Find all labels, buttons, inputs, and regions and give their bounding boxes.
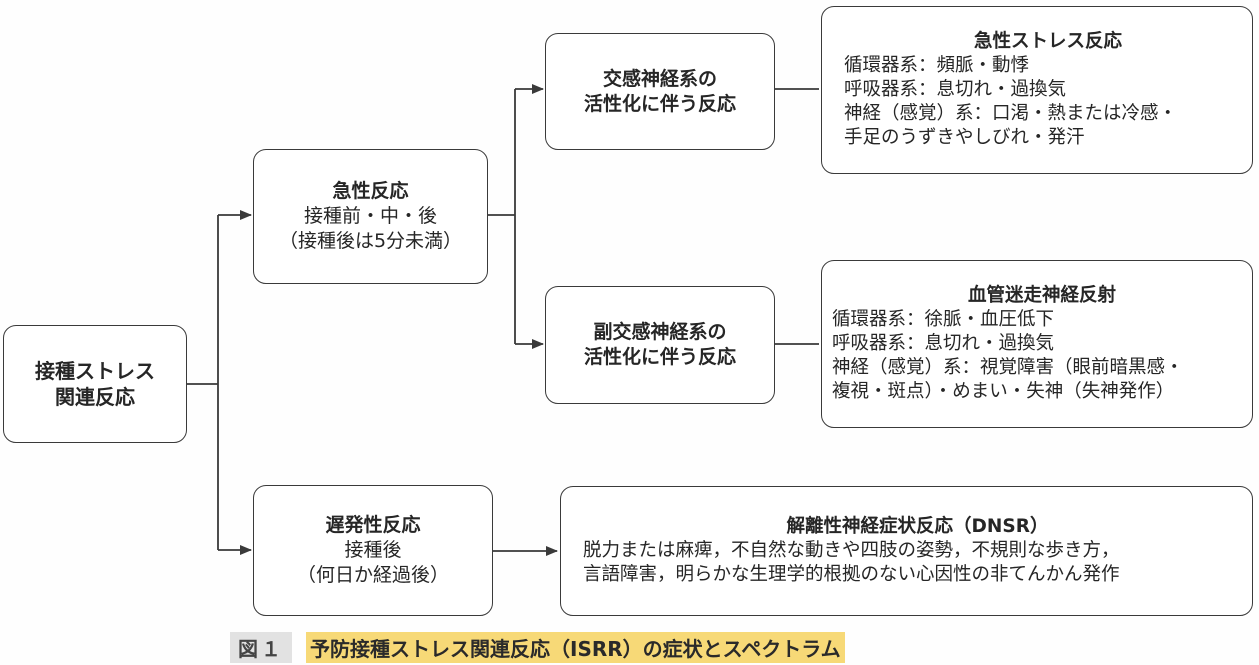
sympathetic-line2: 活性化に伴う反応 [583, 92, 736, 115]
acute-reaction-line1: 接種前・中・後 [303, 205, 437, 228]
delayed-reaction-line1: 接種後 [344, 539, 402, 562]
vasovagal-line-circulatory: 循環器系：徐脈・血圧低下 [832, 308, 1055, 330]
delayed-reaction-title: 遅発性反応 [325, 514, 421, 537]
root-label-line1: 接種ストレス [35, 359, 155, 383]
acute-reaction-title: 急性反応 [332, 180, 409, 203]
root-label-line2: 関連反応 [55, 385, 135, 409]
vasovagal-node: 血管迷走神経反射 循環器系：徐脈・血圧低下 呼吸器系：息切れ・過換気 神経（感覚… [821, 260, 1253, 428]
acute-stress-line-neuro-cont: 手足のうずきやしびれ・発汗 [844, 127, 1085, 149]
acute-stress-node: 急性ストレス反応 循環器系：頻脈・動悸 呼吸器系：息切れ・過換気 神経（感覚）系… [821, 6, 1253, 174]
figure-caption-text: 予防接種ストレス関連反応（ISRR）の症状とスペクトラム [306, 631, 845, 663]
sympathetic-line1: 交感神経系の [602, 67, 717, 90]
dnsr-node: 解離性神経症状反応（DNSR） 脱力または麻痺，不自然な動きや四肢の姿勢，不規則… [560, 486, 1253, 616]
acute-stress-line-neuro: 神経（感覚）系：口渇・熱または冷感・ [844, 103, 1178, 125]
figure-caption: 図１ 予防接種ストレス関連反応（ISRR）の症状とスペクトラム [230, 631, 845, 663]
dnsr-line2: 言語障害，明らかな生理学的根拠のない心因性の非てんかん発作 [583, 564, 1120, 586]
parasympathetic-line2: 活性化に伴う反応 [583, 346, 736, 368]
delayed-reaction-line2: （何日か経過後） [296, 563, 449, 586]
vasovagal-line-respiratory: 呼吸器系：息切れ・過換気 [832, 332, 1055, 354]
vasovagal-title: 血管迷走神経反射 [967, 284, 1116, 306]
root-node: 接種ストレス 関連反応 [3, 325, 187, 443]
dnsr-title: 解離性神経症状反応（DNSR） [786, 515, 1049, 537]
acute-stress-title: 急性ストレス反応 [973, 30, 1122, 52]
dnsr-line1: 脱力または麻痺，不自然な動きや四肢の姿勢，不規則な歩き方， [583, 539, 1120, 561]
parasympathetic-line1: 副交感神経系の [593, 321, 727, 344]
acute-reaction-line2: （接種後は5分未満） [278, 229, 463, 252]
acute-stress-line-respiratory: 呼吸器系：息切れ・過換気 [844, 78, 1067, 100]
parasympathetic-node: 副交感神経系の 活性化に伴う反応 [545, 286, 775, 404]
root-connector [187, 215, 219, 550]
vasovagal-line-neuro-cont: 複視・斑点）・めまい・失神（失神発作） [832, 381, 1175, 403]
figure-label: 図１ [230, 631, 292, 663]
sympathetic-node: 交感神経系の 活性化に伴う反応 [545, 33, 775, 150]
acute-stress-line-circulatory: 循環器系：頻脈・動悸 [844, 54, 1030, 76]
delayed-reaction-node: 遅発性反応 接種後 （何日か経過後） [253, 485, 493, 616]
acute-connector [488, 89, 516, 344]
acute-reaction-node: 急性反応 接種前・中・後 （接種後は5分未満） [253, 149, 488, 284]
vasovagal-line-neuro: 神経（感覚）系：視覚障害（眼前暗黒感・ [832, 357, 1184, 379]
